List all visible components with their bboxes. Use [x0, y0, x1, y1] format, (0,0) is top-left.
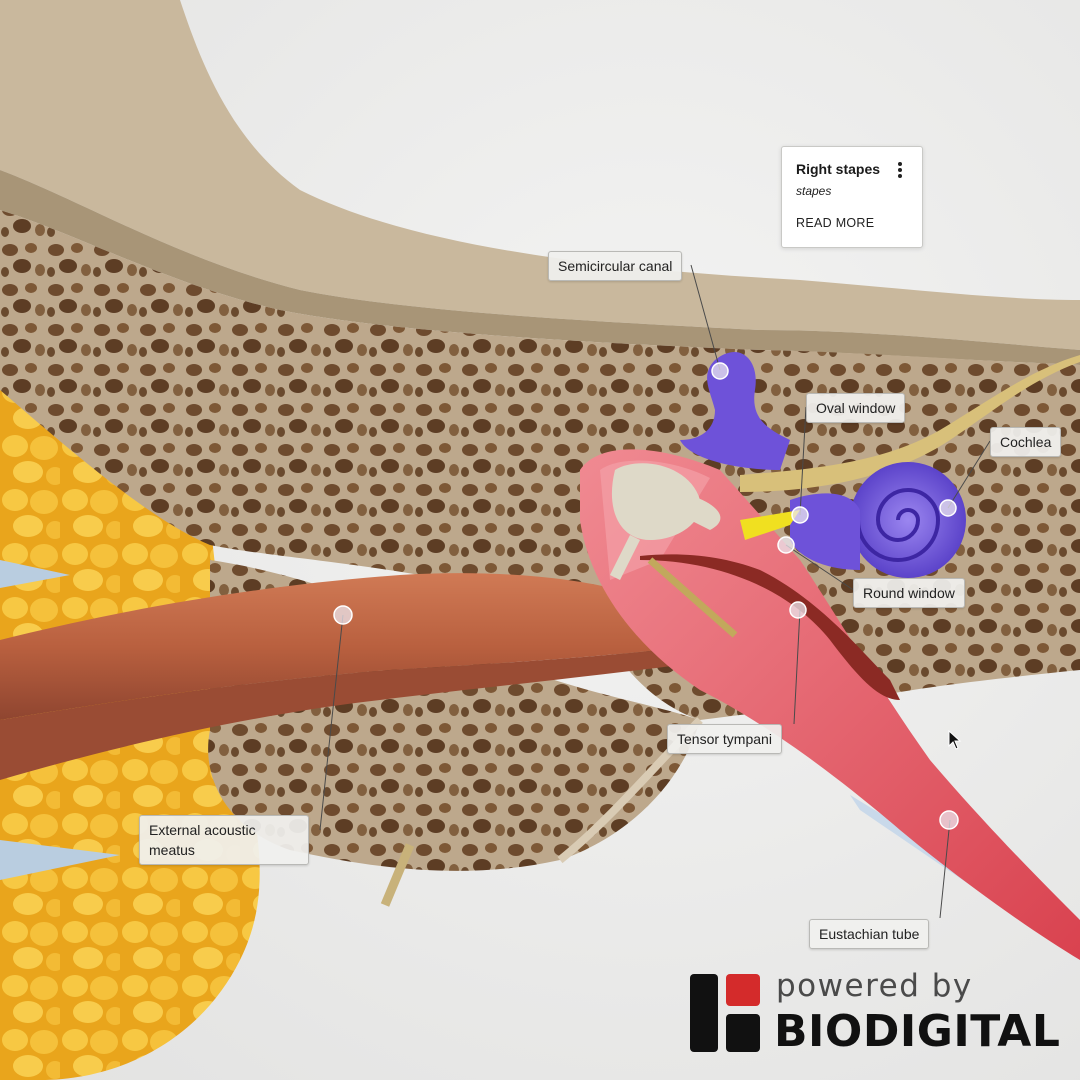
powered-by-text: powered by: [776, 968, 973, 1004]
pin-semicircular-canal[interactable]: [711, 362, 729, 380]
structure-info-card: Right stapes stapes READ MORE: [781, 146, 923, 248]
label-oval-window[interactable]: Oval window: [806, 393, 906, 423]
label-external-acoustic-meatus[interactable]: External acoustic meatus: [139, 815, 309, 865]
pin-oval-window[interactable]: [791, 506, 809, 524]
biodigital-wordmark: BIODIGITAL: [774, 1006, 1061, 1057]
info-card-subtitle: stapes: [796, 184, 832, 198]
label-semicircular-canal[interactable]: Semicircular canal: [548, 251, 683, 281]
pin-round-window[interactable]: [777, 536, 795, 554]
mouse-cursor-icon: [948, 730, 962, 750]
pin-tensor-tympani[interactable]: [789, 601, 807, 619]
pin-cochlea[interactable]: [939, 499, 957, 517]
pin-external-acoustic-meatus[interactable]: [333, 605, 353, 625]
label-cochlea[interactable]: Cochlea: [990, 427, 1062, 457]
pin-eustachian-tube[interactable]: [939, 810, 959, 830]
biodigital-logo: powered by BIODIGITAL: [690, 968, 1061, 1057]
info-card-title: Right stapes: [796, 161, 881, 177]
biodigital-logo-mark: [690, 974, 760, 1052]
more-vertical-icon[interactable]: [892, 160, 908, 180]
label-tensor-tympani[interactable]: Tensor tympani: [667, 724, 782, 754]
label-eustachian-tube[interactable]: Eustachian tube: [809, 919, 930, 949]
read-more-link[interactable]: READ MORE: [796, 216, 875, 230]
label-round-window[interactable]: Round window: [853, 578, 965, 608]
